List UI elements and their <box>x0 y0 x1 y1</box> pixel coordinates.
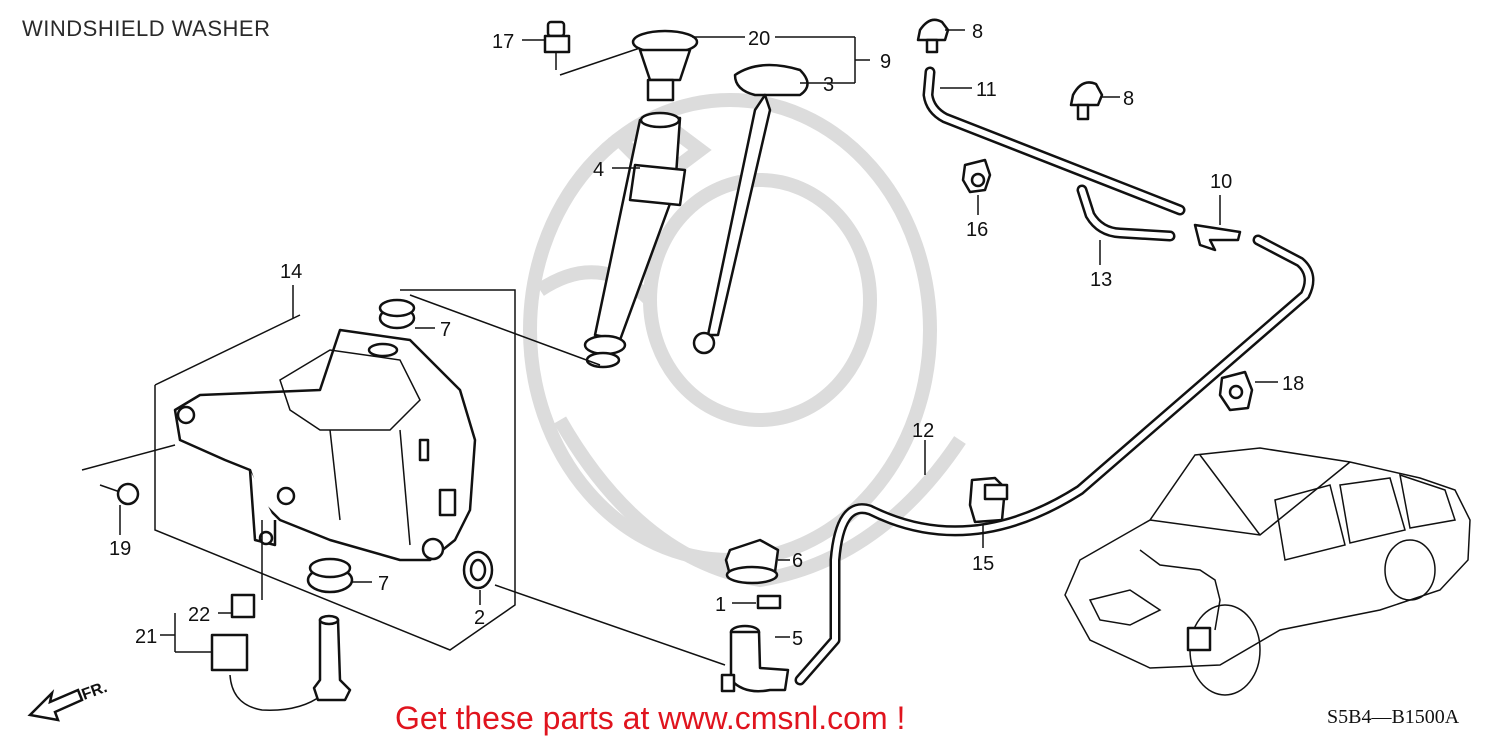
pump-seal <box>724 538 780 585</box>
neck-to-tank-leader <box>409 294 601 366</box>
clip-16 <box>961 158 992 194</box>
callout-8-left: 8 <box>972 21 983 43</box>
callout-6: 6 <box>792 550 803 572</box>
callout-4: 4 <box>593 159 604 181</box>
callout-13: 13 <box>1090 269 1112 291</box>
hose-12 <box>794 234 1315 686</box>
callout-14: 14 <box>280 261 302 283</box>
callout-15: 15 <box>972 553 994 575</box>
callout-12: 12 <box>912 420 934 442</box>
callout-20: 20 <box>748 28 770 50</box>
pump-harness <box>210 520 352 711</box>
callout-1: 1 <box>715 594 726 616</box>
callout-21: 21 <box>135 626 157 648</box>
front-arrow-icon: FR. <box>27 679 110 722</box>
clip-17 <box>543 20 641 76</box>
joint-10 <box>1193 223 1242 252</box>
callout-3: 3 <box>823 74 834 96</box>
front-label: FR. <box>80 679 110 704</box>
callout-17: 17 <box>492 31 514 53</box>
clip-18 <box>1218 370 1254 412</box>
callout-18: 18 <box>1282 373 1304 395</box>
footer-link[interactable]: Get these parts at www.cmsnl.com ! <box>395 700 906 736</box>
hose-11 <box>922 66 1186 216</box>
tank-assembly-outline <box>154 285 516 651</box>
tank-grommet-top <box>378 298 416 330</box>
callout-11: 11 <box>976 79 997 101</box>
washer-nozzle-left <box>916 18 950 54</box>
grommet-to-pump-leader <box>494 584 726 666</box>
level-gauge <box>692 63 809 355</box>
callout-7-bottom: 7 <box>378 573 389 595</box>
vehicle-locator <box>1064 447 1471 696</box>
callout-5: 5 <box>792 628 803 650</box>
pump-grommet <box>462 550 494 590</box>
diagram-code: S5B4—B1500A <box>1327 706 1460 728</box>
leader-lines <box>119 29 1278 653</box>
callout-7-top: 7 <box>440 319 451 341</box>
pump-filter <box>756 594 782 610</box>
callout-19: 19 <box>109 538 131 560</box>
washer-tank <box>173 328 477 562</box>
callout-labels: 1 2 3 4 5 6 7 7 8 8 9 10 11 12 13 14 15 … <box>109 21 1304 650</box>
callout-22: 22 <box>188 604 210 626</box>
callout-9: 9 <box>880 51 891 73</box>
washer-pump <box>720 624 790 693</box>
callout-8-right: 8 <box>1123 88 1134 110</box>
callout-10: 10 <box>1210 171 1232 193</box>
clip-15 <box>968 476 1009 524</box>
hose-13 <box>1076 184 1176 242</box>
callout-16: 16 <box>966 219 988 241</box>
filler-cap <box>631 29 699 102</box>
callout-2: 2 <box>474 607 485 629</box>
washer-nozzle-right <box>1069 81 1104 121</box>
filler-neck <box>583 111 687 369</box>
tank-grommet-bottom <box>306 557 354 594</box>
flange-bolt <box>81 444 176 506</box>
diagram-title: WINDSHIELD WASHER <box>22 16 271 41</box>
